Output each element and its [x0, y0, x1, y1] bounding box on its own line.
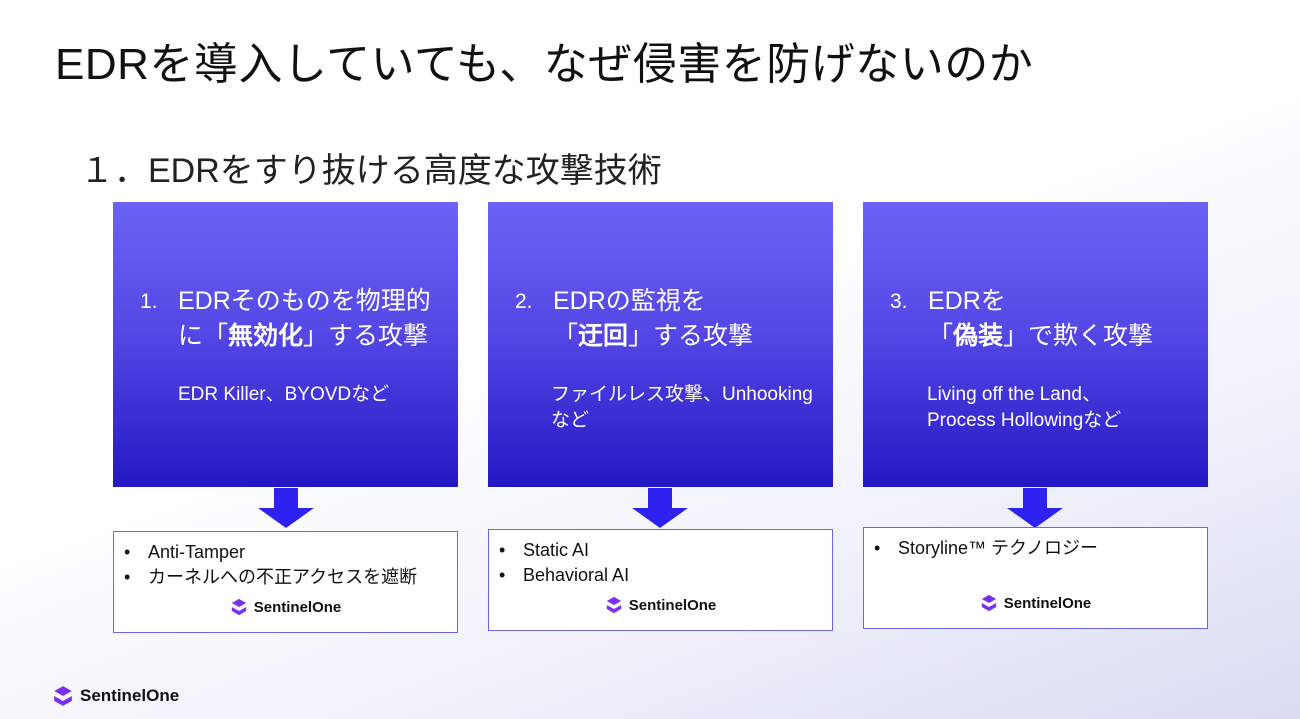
text: 」で欺く攻撃 — [1003, 322, 1154, 350]
list-item: カーネルへの不正アクセスを遮断 — [124, 565, 447, 590]
brand-name: SentinelOne — [1003, 594, 1092, 612]
slide-title: EDRを導入していても、なぜ侵害を防げないのか — [55, 40, 1034, 89]
sentinelone-logo: SentinelOne — [499, 596, 822, 614]
arrow-down-icon — [632, 488, 688, 528]
brand-name: SentinelOne — [628, 596, 717, 614]
sentinelone-icon — [54, 686, 72, 706]
brand-name: SentinelOne — [80, 686, 180, 705]
emphasis: 無効化 — [228, 322, 304, 350]
attack-card-3: 3. EDRを 「偽装」で欺く攻撃 Living off the Land、Pr… — [863, 202, 1208, 487]
card-description: ファイルレス攻撃、Unhooking など — [551, 384, 813, 431]
card-heading-line2: 「迂回」する攻撃 — [553, 319, 753, 354]
card-description: Living off the Land、Process Hollowingなど — [927, 384, 1122, 431]
card-description: EDR Killer、BYOVDなど — [178, 384, 390, 405]
list-item: Storyline™ テクノロジー — [874, 536, 1197, 561]
text: に「 — [178, 322, 229, 350]
card-heading-line1: EDRの監視を — [553, 287, 706, 315]
text: 「 — [928, 322, 954, 350]
sentinelone-icon — [231, 598, 246, 616]
text: 「 — [553, 322, 579, 350]
emphasis: 偽装 — [953, 322, 1004, 350]
slide-subtitle: １．EDRをすり抜ける高度な攻撃技術 — [80, 152, 662, 190]
attack-card-2: 2. EDRの監視を 「迂回」する攻撃 ファイルレス攻撃、Unhooking な… — [488, 202, 833, 487]
attack-card-1: 1. EDRそのものを物理的 に「無効化」する攻撃 EDR Killer、BYO… — [113, 202, 458, 487]
countermeasure-box-3: Storyline™ テクノロジー SentinelOne — [863, 527, 1208, 629]
text: 」する攻撃 — [628, 322, 754, 350]
sentinelone-logo: SentinelOne — [124, 598, 447, 616]
sentinelone-logo: SentinelOne — [874, 594, 1197, 612]
footer-sentinelone-logo: SentinelOne — [52, 685, 179, 707]
list-item: Static AI — [499, 538, 822, 563]
list-item: Behavioral AI — [499, 563, 822, 588]
sentinelone-icon — [606, 596, 621, 614]
card-number: 2. — [515, 290, 533, 313]
arrow-down-icon — [258, 488, 314, 528]
brand-name: SentinelOne — [253, 598, 342, 616]
card-heading-line2: 「偽装」で欺く攻撃 — [928, 319, 1153, 354]
card-heading-line1: EDRを — [928, 287, 1006, 315]
arrow-down-icon — [1007, 488, 1063, 528]
card-heading-line2: に「無効化」する攻撃 — [178, 319, 431, 354]
sentinelone-icon — [981, 594, 996, 612]
card-heading-line1: EDRそのものを物理的 — [178, 287, 431, 315]
countermeasure-box-1: Anti-Tamperカーネルへの不正アクセスを遮断 SentinelOne — [113, 531, 458, 633]
countermeasure-box-2: Static AIBehavioral AI SentinelOne — [488, 529, 833, 631]
list-item: Anti-Tamper — [124, 540, 447, 565]
card-number: 1. — [140, 290, 158, 313]
emphasis: 迂回 — [578, 322, 629, 350]
card-number: 3. — [890, 290, 908, 313]
text: 」する攻撃 — [303, 322, 429, 350]
